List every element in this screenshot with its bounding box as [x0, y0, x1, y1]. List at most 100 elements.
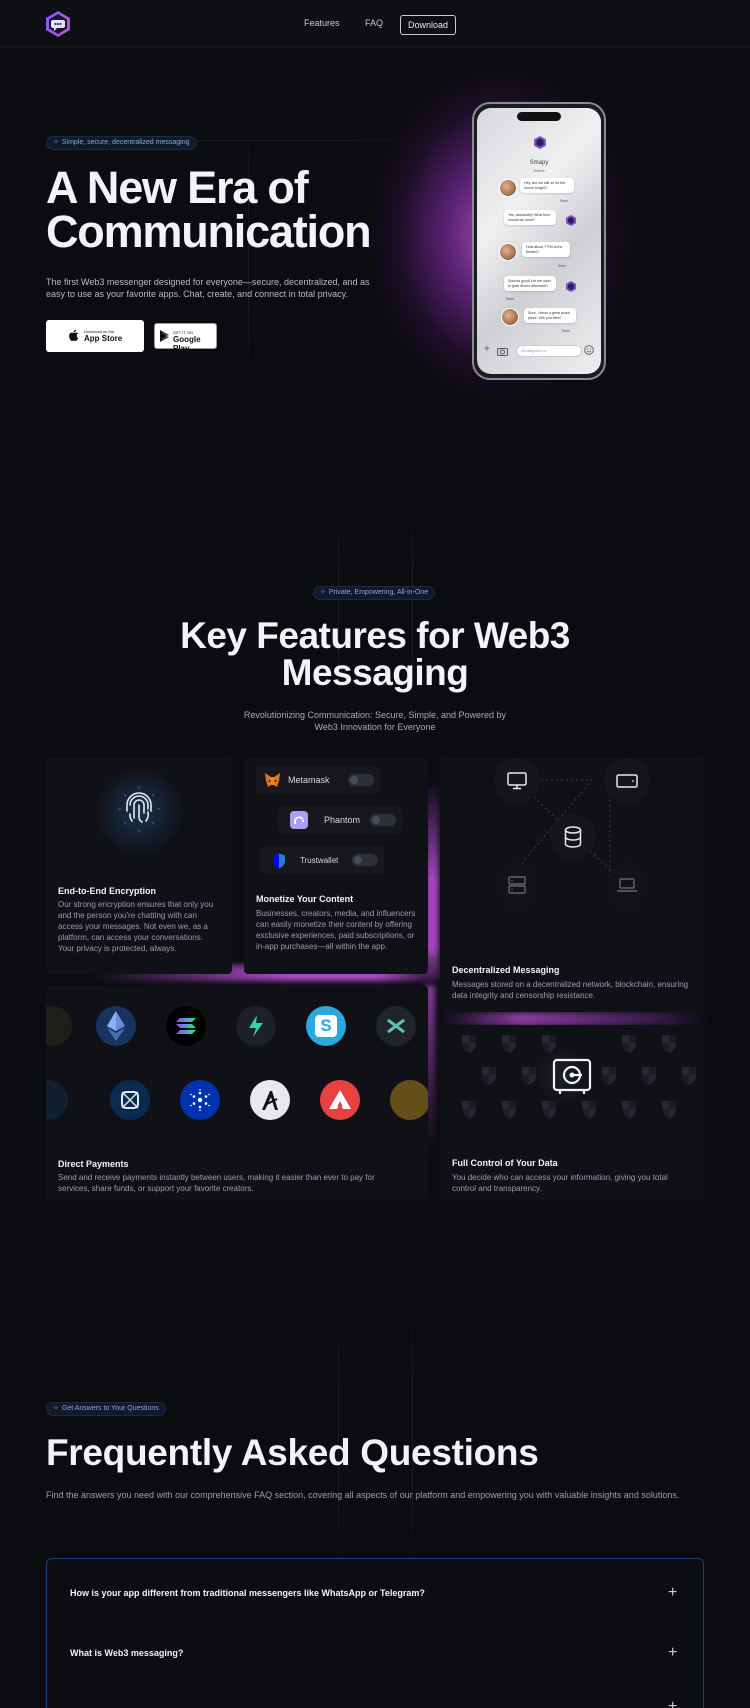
faq-title: Frequently Asked Questions — [46, 1432, 539, 1473]
chat-bubble: Hey, are we still on for the movie tonig… — [520, 178, 574, 194]
chat-bubble: Sure, I know a great pizza place. See yo… — [524, 308, 576, 324]
sparkle-icon: ✧ — [320, 589, 326, 596]
google-play-button[interactable]: GET IT ON Google Play — [154, 323, 217, 353]
features-title-line2: Messaging — [281, 652, 469, 693]
feature-card-decentralized: Decentralized Messaging Messages stored … — [440, 758, 704, 1012]
card-title: Decentralized Messaging — [452, 965, 560, 975]
polkadot-icon — [110, 1080, 150, 1120]
card-desc: Businesses, creators, media, and influen… — [256, 909, 416, 951]
features-title: Key Features for Web3 Messaging — [120, 617, 630, 691]
dynamic-island — [517, 112, 561, 121]
wallet-row-trustwallet[interactable]: Trustwallet — [260, 846, 384, 874]
app-store-small-label: Download on the — [84, 329, 115, 334]
sparkle-icon: ✧ — [53, 1405, 59, 1412]
card-desc: Send and receive payments instantly betw… — [58, 1173, 375, 1193]
avatar — [501, 308, 519, 326]
vault-icon — [552, 1058, 592, 1094]
coin-icon — [390, 1080, 428, 1120]
grid-line — [248, 120, 249, 380]
feature-card-control: Full Control of Your Data You decide who… — [440, 1025, 704, 1200]
google-play-small-label: GET IT ON — [173, 330, 193, 335]
wallet-name: Trustwallet — [300, 856, 339, 865]
feature-card-payments: S Direct Payments Send and receive payme… — [46, 986, 428, 1200]
faq-badge-label: Get Answers to Your Questions — [61, 1405, 159, 1412]
features-subtitle: Revolutionizing Communication: Secure, S… — [243, 710, 507, 732]
google-play-icon — [160, 330, 169, 342]
expand-plus-icon[interactable]: + — [668, 1644, 678, 1661]
card-title: Monetize Your Content — [256, 894, 354, 904]
wallet-name: Phantom — [324, 815, 361, 825]
app-logo-icon[interactable] — [44, 10, 72, 38]
card-title: Direct Payments — [58, 1159, 129, 1169]
download-button[interactable]: Download — [400, 15, 456, 35]
hero-badge-label: Simple, secure, decentralized messaging — [61, 139, 190, 146]
emoji-icon[interactable] — [584, 345, 594, 355]
card-desc: You decide who can access your informati… — [452, 1173, 668, 1193]
phantom-icon — [290, 811, 308, 829]
seen-label: Seen — [558, 264, 567, 268]
node-database — [550, 814, 596, 860]
seen-label: Seen — [560, 199, 569, 203]
camera-icon[interactable] — [497, 347, 508, 356]
faq-question[interactable]: What is Web3 messaging? — [70, 1648, 184, 1658]
seen-label: Seen — [506, 297, 515, 301]
nav-link-features[interactable]: Features — [304, 18, 340, 28]
card-title: Full Control of Your Data — [452, 1158, 558, 1168]
wallet-name: Metamask — [288, 775, 330, 785]
database-icon — [564, 826, 582, 848]
expand-plus-icon[interactable]: + — [668, 1698, 678, 1708]
monitor-icon — [507, 772, 527, 790]
faq-subtitle: Find the answers you need with our compr… — [46, 1490, 680, 1500]
contact-name: Smapy — [529, 160, 549, 166]
plus-icon[interactable]: + — [484, 344, 490, 355]
avatar — [499, 179, 517, 197]
trustwallet-shield-icon — [273, 853, 285, 869]
faq-badge: ✧Get Answers to Your Questions — [46, 1402, 166, 1416]
node-tablet — [604, 758, 650, 804]
node-server — [494, 862, 540, 908]
nav-link-faq[interactable]: FAQ — [365, 18, 384, 28]
grid-line — [338, 1310, 339, 1560]
sparkle-icon: ✧ — [53, 139, 59, 146]
card-desc: Messages stored on a decentralized netwo… — [452, 980, 689, 1000]
faq-question[interactable]: How is your app different from tradition… — [70, 1588, 425, 1598]
expand-plus-icon[interactable]: + — [668, 1584, 678, 1601]
feature-card-monetize: Metamask Phantom Trustwallet Monetize Yo… — [244, 758, 428, 974]
seen-label: Seen — [562, 329, 571, 333]
hero-badge: ✧Simple, secure, decentralized messaging — [46, 136, 197, 150]
phone-screen — [477, 108, 601, 374]
node-desktop — [494, 758, 540, 804]
wallet-toggle[interactable] — [348, 774, 374, 786]
wallet-toggle[interactable] — [370, 814, 396, 826]
features-title-line1: Key Features for Web3 — [180, 615, 570, 656]
grid-line — [412, 510, 413, 710]
algorand-icon — [250, 1080, 290, 1120]
grid-line — [30, 140, 450, 141]
contact-status: Online — [533, 168, 545, 173]
chat-bubble: Yes, absolutely! What time should we mee… — [504, 210, 556, 226]
hero-title-line1: A New Era of — [46, 162, 309, 213]
sender-logo-icon — [566, 281, 576, 292]
features-badge-label: Private, Empowering, All-in-One — [328, 589, 429, 596]
google-play-label: Google Play — [173, 335, 201, 353]
app-store-button[interactable]: Download on the App Store — [46, 320, 144, 352]
fingerprint-icon — [118, 786, 160, 832]
sandbox-icon: S — [306, 1006, 346, 1046]
cardano-icon — [180, 1080, 220, 1120]
tablet-icon — [616, 774, 638, 788]
apple-icon — [69, 329, 79, 342]
wallet-toggle[interactable] — [352, 854, 378, 866]
wallet-row-metamask[interactable]: Metamask — [256, 766, 380, 794]
features-badge: ✧Private, Empowering, All-in-One — [313, 586, 436, 600]
xdc-icon — [376, 1006, 416, 1046]
glow-divider — [425, 780, 439, 980]
card-title: End-to-End Encryption — [58, 886, 156, 896]
message-input[interactable]: @nullsgreets:io — [516, 345, 582, 357]
card-desc: Our strong encryption ensures that only … — [58, 900, 214, 953]
laptop-icon — [617, 878, 637, 892]
solana-icon — [166, 1006, 206, 1046]
metamask-icon — [265, 773, 280, 787]
app-store-label: App Store — [84, 334, 123, 343]
hero-subtitle: The first Web3 messenger designed for ev… — [46, 277, 370, 299]
wallet-row-phantom[interactable]: Phantom — [278, 806, 402, 834]
